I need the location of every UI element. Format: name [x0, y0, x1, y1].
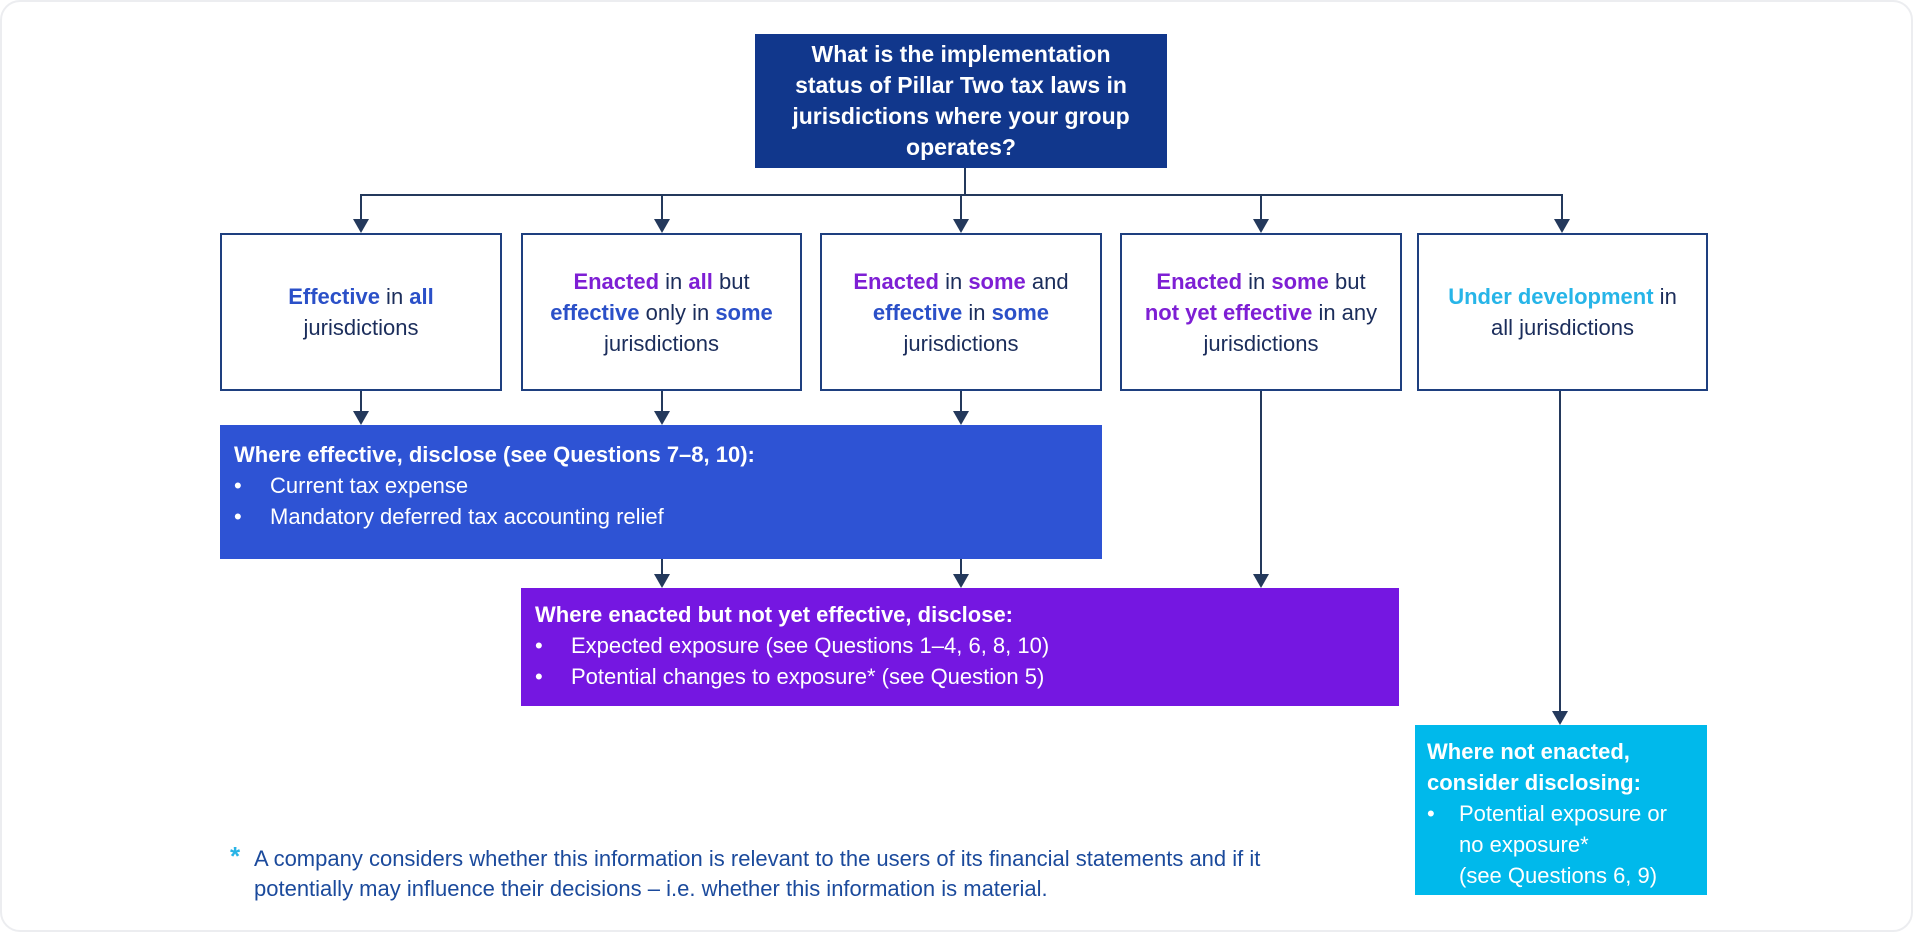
text-segment: in [1242, 268, 1272, 294]
arrowhead-to-box5 [1554, 219, 1570, 233]
status-box-text: Enacted in some but not yet effective in… [1145, 266, 1377, 359]
connector-question-stem [964, 168, 966, 194]
bullet-dot: • [234, 473, 242, 498]
enacted-bullet-list: • Expected exposure (see Questions 1–4, 6… [535, 630, 1383, 692]
connector-rail-to-box3 [960, 194, 962, 221]
arrowhead-to-box1 [353, 219, 369, 233]
arrowhead-box3-to-effective [953, 411, 969, 425]
text-segment: some [991, 299, 1050, 325]
text-segment: and [1031, 268, 1069, 294]
bullet-text: Current tax expense [270, 473, 469, 498]
arrowhead-box2-to-effective [654, 411, 670, 425]
footnote: * A company considers whether this infor… [230, 841, 1261, 904]
status-box-enacted-some-not-yet-effective: Enacted in some but not yet effective in… [1120, 233, 1402, 391]
disclosure-box-effective: Where effective, disclose (see Questions… [220, 425, 1102, 559]
status-box-text: Enacted in all but effective only in som… [550, 266, 773, 359]
text-segment: but [1334, 268, 1366, 294]
text-segment: Effective [288, 284, 380, 309]
text-segment: jurisdictions [903, 330, 1019, 356]
text-segment: in any jurisdictions [1203, 299, 1378, 356]
connector-rail-to-box5 [1561, 194, 1563, 221]
connector-box3-to-effective [960, 391, 962, 413]
text-segment: some [715, 299, 773, 325]
text-segment: Enacted [853, 268, 939, 294]
bullet-text: Expected exposure (see Questions 1–4, 6,… [571, 633, 1050, 658]
text-segment: Enacted [573, 268, 660, 294]
text-segment: all [409, 284, 434, 309]
text-segment: effective [550, 299, 640, 325]
disclosure-header: Where enacted but not yet effective, dis… [535, 602, 1014, 627]
text-segment: in [962, 299, 992, 325]
connector-box2-to-effective [661, 391, 663, 413]
connector-rail-to-box2 [661, 194, 663, 221]
text-segment: in [938, 268, 969, 294]
status-box-enacted-all-effective-some: Enacted in all but effective only in som… [521, 233, 802, 391]
effective-bullet-list: • Current tax expense • Mandatory deferred … [234, 470, 1086, 532]
arrowhead-to-box3 [953, 219, 969, 233]
disclosure-box-enacted-not-yet-effective: Where enacted but not yet effective, dis… [521, 588, 1399, 706]
connector-rail-to-box1 [360, 194, 362, 221]
text-segment: jurisdictions [303, 315, 419, 340]
connector-effective-to-enacted-right [960, 559, 962, 576]
bullet-dot: • [1427, 801, 1435, 826]
bullet-item: • Potential changes to exposure* (see Que… [535, 661, 1383, 692]
text-segment: jurisdictions [604, 330, 719, 356]
not-enacted-bullet-list: • Potential exposure or no exposure* (see… [1427, 798, 1699, 891]
status-box-under-development: Under development in all jurisdictions [1417, 233, 1708, 391]
text-segment: some [1271, 268, 1329, 294]
arrowhead-box4-to-enacted [1253, 574, 1269, 588]
disclosure-header: Where effective, disclose (see Questions… [234, 442, 755, 467]
connector-box4-to-enacted [1260, 391, 1262, 576]
text-segment: Enacted [1156, 268, 1243, 294]
bullet-text: Mandatory deferred tax accounting relief [270, 504, 664, 529]
text-segment: all [688, 268, 713, 294]
text-segment: effective [872, 299, 963, 325]
bullet-item: • Current tax expense [234, 470, 1086, 501]
connector-rail-to-box4 [1260, 194, 1262, 221]
text-segment: Under development [1448, 284, 1654, 309]
text-segment: in all jurisdictions [1490, 284, 1677, 340]
bullet-text: Potential exposure or no exposure* (see … [1459, 801, 1667, 888]
footnote-asterisk: * [230, 841, 241, 871]
question-text: What is the implementation status of Pil… [792, 41, 1130, 160]
status-box-effective-in-all: Effective in all jurisdictions [220, 233, 502, 391]
text-segment: only in [639, 299, 716, 325]
bullet-item: • Expected exposure (see Questions 1–4, 6… [535, 630, 1383, 661]
text-segment: in [379, 284, 410, 309]
connector-box1-to-effective [360, 391, 362, 413]
text-segment: some [968, 268, 1026, 294]
question-box: What is the implementation status of Pil… [755, 34, 1167, 168]
connector-effective-to-enacted-left [661, 559, 663, 576]
status-box-text: Effective in all jurisdictions [288, 281, 434, 343]
arrowhead-box1-to-effective [353, 411, 369, 425]
bullet-dot: • [234, 504, 242, 529]
bullet-dot: • [535, 664, 543, 689]
bullet-dot: • [535, 633, 543, 658]
footnote-text: A company considers whether this informa… [254, 846, 1261, 901]
arrowhead-to-box2 [654, 219, 670, 233]
arrowhead-box5-to-not-enacted [1552, 711, 1568, 725]
arrowhead-effective-to-enacted-right [953, 574, 969, 588]
bullet-item: • Potential exposure or no exposure* (see… [1427, 798, 1699, 891]
status-box-enacted-some-effective-some: Enacted in some and effective in some ju… [820, 233, 1102, 391]
arrowhead-to-box4 [1253, 219, 1269, 233]
status-box-text: Under development in all jurisdictions [1448, 281, 1677, 343]
arrowhead-effective-to-enacted-left [654, 574, 670, 588]
text-segment: not yet effective [1144, 299, 1313, 325]
connector-box5-to-not-enacted [1559, 391, 1561, 713]
status-box-text: Enacted in some and effective in some ju… [853, 266, 1068, 359]
bullet-item: • Mandatory deferred tax accounting relie… [234, 501, 1086, 532]
disclosure-header: Where not enacted, consider disclosing: [1427, 739, 1641, 795]
bullet-text: Potential changes to exposure* (see Ques… [571, 664, 1045, 689]
text-segment: but [718, 268, 750, 294]
disclosure-box-not-enacted: Where not enacted, consider disclosing: … [1415, 725, 1707, 895]
text-segment: in [659, 268, 689, 294]
